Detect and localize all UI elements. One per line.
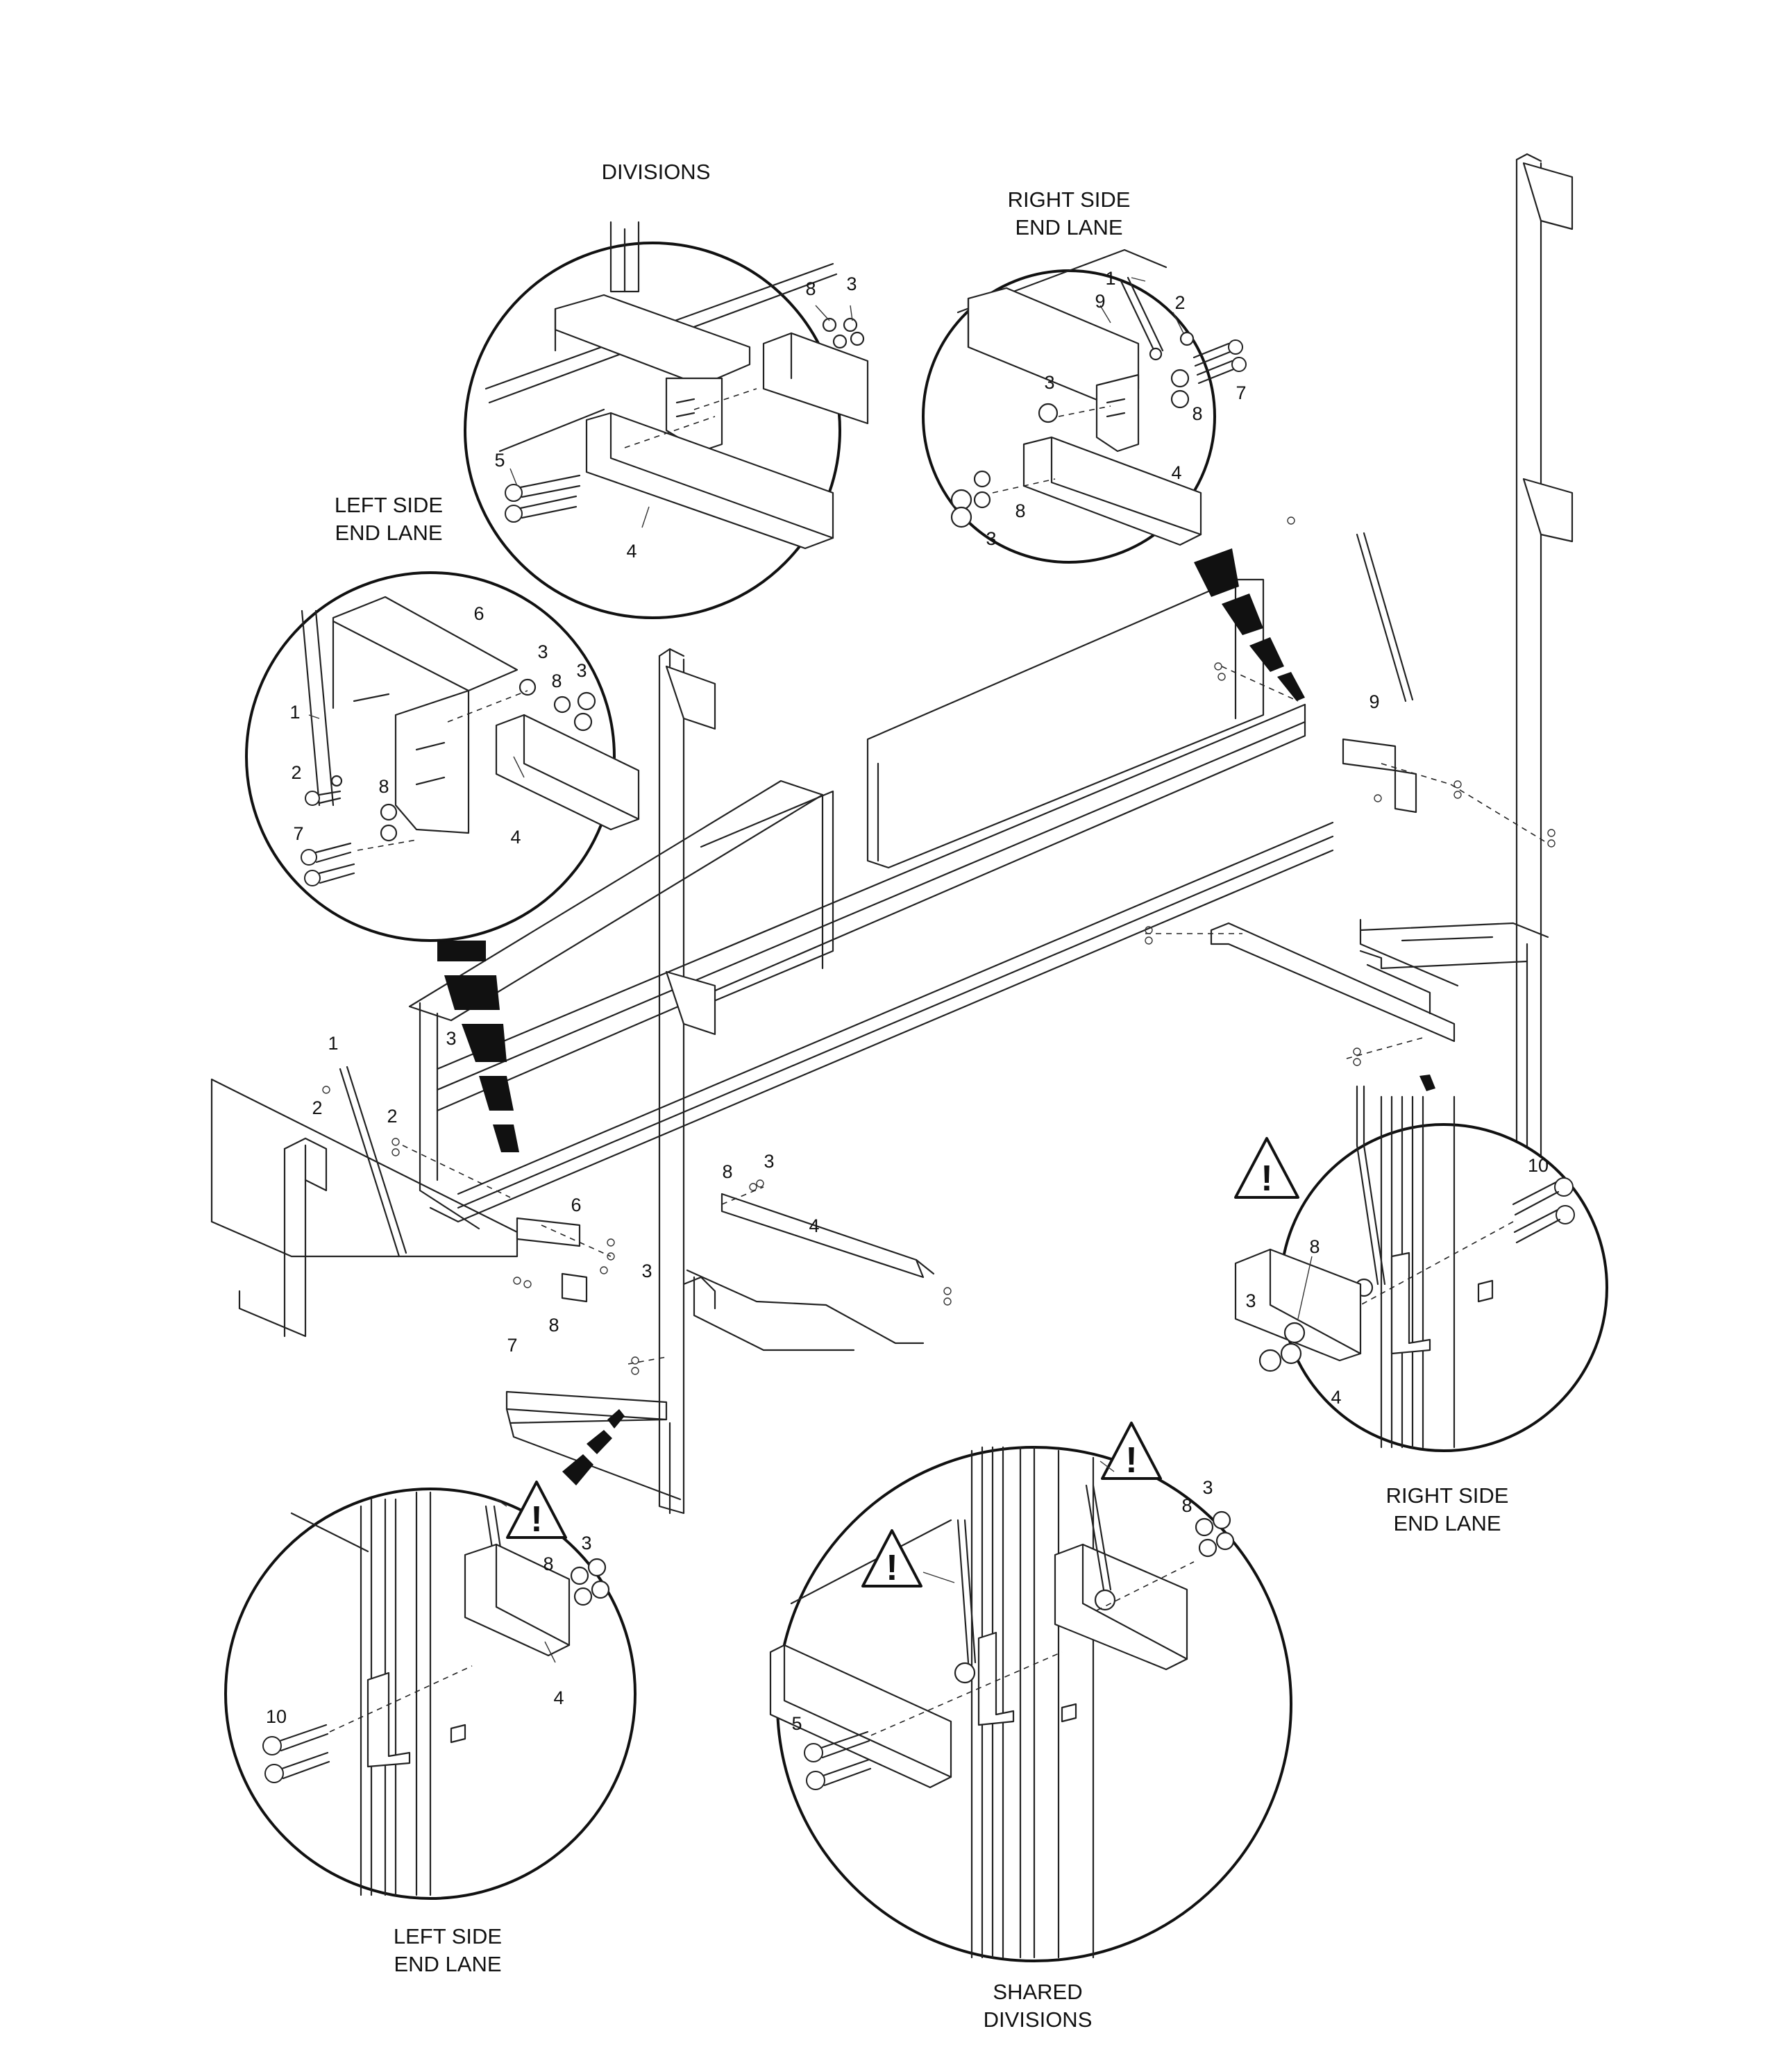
callout-rt-3a: 3 (1044, 372, 1054, 393)
rb-bolt-10a (1512, 1177, 1574, 1216)
callout-m-9: 9 (1369, 691, 1379, 712)
callout-lt-6: 6 (473, 603, 484, 624)
callout-lt-3b: 3 (576, 660, 587, 681)
lb-bolt-10b (264, 1751, 330, 1783)
callout-m-3b: 3 (764, 1151, 774, 1172)
left-bottom-title-1: LEFT SIDE (394, 1924, 502, 1948)
callout-m-1: 1 (328, 1033, 338, 1054)
callout-lt-3a: 3 (537, 641, 548, 662)
callout-m-6: 6 (571, 1195, 581, 1215)
lb-bolt-10a (262, 1724, 329, 1755)
shared-title-2: DIVISIONS (984, 2007, 1093, 2032)
bolt-5-upper (505, 474, 581, 502)
divisions-title: DIVISIONS (602, 160, 711, 184)
detail-divisions (464, 221, 869, 619)
detail-left-side-end-lane-top (245, 571, 640, 942)
callout-m-4: 4 (809, 1215, 819, 1236)
callout-rt-4: 4 (1171, 462, 1181, 483)
lt-bolt-7a (301, 842, 352, 866)
callout-sd-5: 5 (791, 1713, 802, 1734)
callout-div-5: 5 (494, 450, 505, 471)
callout-lb-8: 8 (543, 1553, 553, 1574)
callout-div-3: 3 (846, 273, 857, 294)
callout-sd-3: 3 (1202, 1477, 1213, 1498)
warning-triangle-icon: ! (1101, 1422, 1162, 1481)
callout-lb-10: 10 (266, 1706, 287, 1727)
callout-rb-10: 10 (1528, 1155, 1549, 1176)
sd-bolt-5a (804, 1730, 870, 1762)
bolt-5-lower (505, 495, 578, 523)
callout-rt-8b: 8 (1015, 500, 1025, 521)
callout-rb-8: 8 (1309, 1236, 1320, 1257)
callout-rt-1: 1 (1105, 268, 1115, 289)
callout-m-2a: 2 (312, 1097, 322, 1118)
callout-rt-8a: 8 (1192, 403, 1202, 424)
right-bottom-title-1: RIGHT SIDE (1386, 1483, 1509, 1508)
right-top-title-2: END LANE (1015, 215, 1122, 239)
sd-bolt-5b (806, 1758, 872, 1790)
callout-m-3c: 3 (641, 1261, 652, 1281)
lt-bolt-2 (305, 790, 342, 806)
left-top-title-1: LEFT SIDE (335, 493, 443, 517)
warning-triangle-icon: ! (1234, 1137, 1299, 1199)
callout-rt-7: 7 (1236, 382, 1246, 403)
rb-bolt-10b (1513, 1205, 1575, 1244)
callout-m-7: 7 (507, 1335, 517, 1356)
callout-div-4: 4 (626, 541, 637, 562)
callout-m-2b: 2 (387, 1106, 397, 1127)
callout-lt-8b: 8 (378, 776, 389, 797)
callout-m-8a: 8 (722, 1161, 732, 1182)
left-top-title-2: END LANE (335, 521, 442, 545)
callout-sd-8: 8 (1181, 1495, 1192, 1516)
callout-div-8: 8 (805, 278, 816, 299)
callout-lt-1: 1 (289, 702, 300, 723)
warning-triangle-icon: ! (506, 1481, 567, 1540)
main-assembly (210, 153, 1574, 1515)
callout-m-8b: 8 (548, 1315, 559, 1336)
svg-text:!: ! (530, 1499, 542, 1540)
callout-lt-2: 2 (291, 762, 301, 783)
right-top-title-1: RIGHT SIDE (1008, 187, 1131, 212)
callout-lb-4: 4 (553, 1687, 564, 1708)
detail-left-side-end-lane-bottom: ! (224, 1481, 637, 1900)
detail-shared-divisions: ! ! (769, 1422, 1292, 1962)
callout-lt-7: 7 (293, 823, 303, 844)
callout-rt-3b: 3 (986, 528, 996, 549)
callout-m-3a: 3 (446, 1028, 456, 1049)
shared-title-1: SHARED (993, 1980, 1082, 2004)
detail-connector-wedges (437, 548, 1435, 1485)
svg-text:!: ! (1261, 1159, 1272, 1199)
callout-rt-9: 9 (1095, 291, 1105, 312)
detail-right-side-end-lane-top (922, 249, 1247, 564)
svg-text:!: ! (1125, 1440, 1137, 1481)
detail-right-side-end-lane-bottom: ! (1234, 1085, 1608, 1452)
right-bottom-title-2: END LANE (1393, 1511, 1501, 1535)
callout-rb-3: 3 (1245, 1290, 1256, 1311)
callout-lb-3: 3 (581, 1533, 591, 1553)
left-bottom-title-2: END LANE (394, 1952, 501, 1976)
lt-bolt-7b (304, 863, 355, 886)
callout-rb-4: 4 (1331, 1387, 1341, 1408)
callout-lt-8a: 8 (551, 671, 562, 691)
warning-triangle-icon: ! (861, 1529, 922, 1588)
rt-bolt-7b (1196, 357, 1247, 385)
svg-text:!: ! (886, 1548, 897, 1588)
callout-lt-4: 4 (510, 827, 521, 848)
callout-rt-2: 2 (1174, 292, 1185, 313)
rt-bolt-7a (1192, 339, 1243, 367)
